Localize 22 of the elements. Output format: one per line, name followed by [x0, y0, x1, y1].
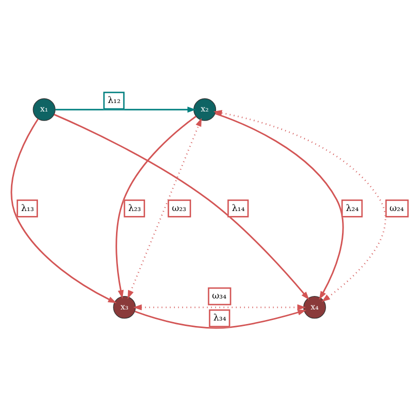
- arrow: [214, 112, 344, 300]
- edge-label: λ₁₂: [108, 96, 121, 106]
- edge-label: λ₁₄: [232, 204, 245, 214]
- arrow: [10, 118, 117, 304]
- node-circle: x₁: [32, 98, 56, 121]
- arrow: [55, 106, 196, 113]
- arrow: [128, 118, 202, 299]
- edge-label: λ₃₄: [213, 314, 226, 324]
- arrow: [133, 304, 306, 310]
- node-circle: x₄: [303, 296, 326, 319]
- edge-label: λ₂₄: [346, 204, 359, 214]
- edge-label: λ₂₃: [128, 204, 142, 214]
- arrow: [213, 110, 386, 302]
- node-circle: x₂: [193, 98, 216, 121]
- edge-label: ω₂₃: [172, 204, 186, 214]
- arrow: [134, 310, 306, 329]
- edge-label: ω₃₄: [212, 292, 226, 302]
- arrow: [54, 114, 310, 300]
- edge-label: λ₁₃: [21, 204, 34, 214]
- arrow: [116, 116, 196, 299]
- edge-label: ω₂₄: [389, 204, 404, 214]
- node-circle: x₃: [113, 296, 136, 319]
